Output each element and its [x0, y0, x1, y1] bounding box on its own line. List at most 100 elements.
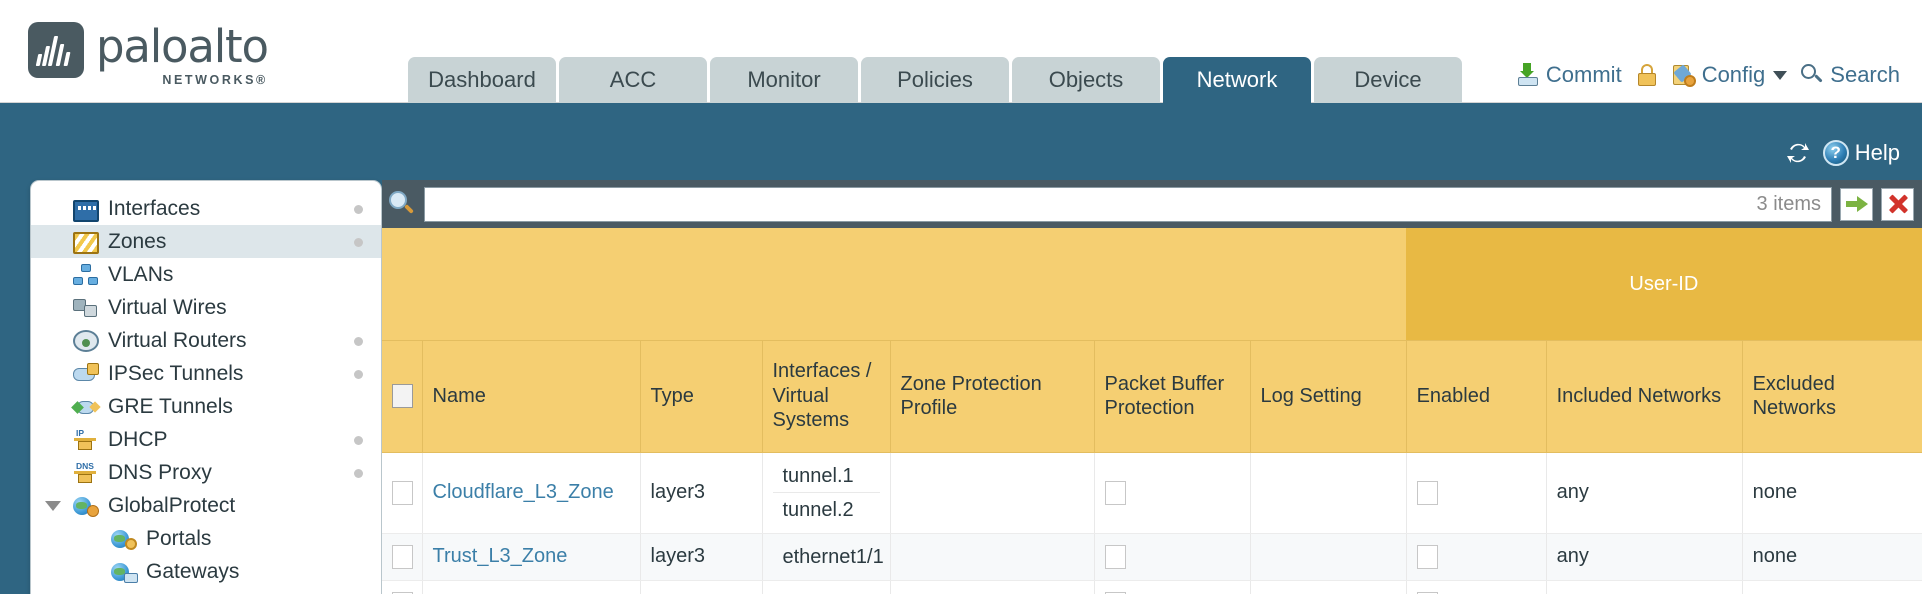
virtual-routers-icon	[73, 329, 99, 352]
packet-buffer-protection-checkbox[interactable]	[1104, 480, 1126, 505]
search-icon[interactable]	[388, 190, 416, 218]
column-zone-protection-profile[interactable]: Zone Protection Profile	[890, 340, 1095, 453]
table-row[interactable]: Untrust_L3_Zone layer3 ethernet1/2 Untru…	[382, 580, 1922, 594]
interface-entry: tunnel.1	[772, 459, 880, 493]
top-header-bar: paloalto NETWORKS® Dashboard ACC Monitor…	[0, 0, 1922, 103]
search-button[interactable]: Search	[1800, 62, 1900, 88]
table-body: Cloudflare_L3_Zone layer3 tunnel.1 tunne…	[382, 452, 1922, 594]
table-group-header-row: User-ID	[382, 228, 1922, 341]
red-x-icon	[1888, 194, 1908, 214]
column-log-setting[interactable]: Log Setting	[1250, 340, 1407, 453]
cell-excluded-networks: none	[1742, 452, 1922, 534]
padlock-icon[interactable]	[1635, 63, 1659, 87]
commit-icon	[1516, 63, 1540, 87]
dns-proxy-icon: DNS	[73, 461, 99, 484]
cell-userid-enabled	[1406, 580, 1547, 594]
config-menu[interactable]: Config	[1672, 62, 1788, 88]
zones-table: User-ID Name Type Interfaces / Virtual S…	[382, 228, 1922, 594]
table-row[interactable]: Cloudflare_L3_Zone layer3 tunnel.1 tunne…	[382, 452, 1922, 534]
column-interfaces-virtual-systems[interactable]: Interfaces / Virtual Systems	[762, 340, 891, 453]
cell-included-networks: any	[1546, 452, 1743, 534]
sidebar-item-gre-tunnels[interactable]: GRE Tunnels	[31, 390, 381, 423]
sidebar-label: Portals	[146, 526, 212, 550]
filter-toolbar: 3 items	[382, 180, 1922, 228]
search-icon	[1800, 63, 1824, 87]
tab-network[interactable]: Network	[1163, 57, 1311, 103]
config-icon	[1672, 63, 1696, 87]
sidebar-label: GlobalProtect	[108, 493, 236, 517]
apply-filter-button[interactable]	[1840, 187, 1873, 221]
row-checkbox[interactable]	[392, 480, 413, 505]
sidebar-item-dns-proxy[interactable]: DNS DNS Proxy	[31, 456, 381, 489]
cell-userid-enabled	[1406, 533, 1547, 581]
packet-buffer-protection-checkbox[interactable]	[1104, 544, 1126, 569]
zone-link[interactable]: Untrust_L3_Zone	[433, 592, 588, 594]
userid-enabled-checkbox[interactable]	[1416, 480, 1438, 505]
sidebar-item-gateways[interactable]: Gateways	[31, 555, 381, 588]
search-label: Search	[1830, 62, 1900, 87]
table-header: User-ID Name Type Interfaces / Virtual S…	[382, 228, 1922, 453]
content-panel: 3 items	[382, 180, 1922, 594]
help-button[interactable]: ? Help	[1822, 140, 1900, 166]
packet-buffer-protection-checkbox[interactable]	[1104, 591, 1126, 594]
vlans-icon	[73, 263, 99, 286]
cell-packet-buffer-protection	[1094, 533, 1251, 581]
help-glyph: ?	[1822, 140, 1849, 166]
zone-link[interactable]: Cloudflare_L3_Zone	[432, 481, 614, 503]
sidebar-status-dot	[354, 237, 363, 247]
sidebar-label: GRE Tunnels	[108, 394, 233, 418]
sidebar-item-portals[interactable]: Portals	[31, 522, 381, 555]
column-type[interactable]: Type	[640, 340, 763, 453]
expand-collapse-icon[interactable]	[45, 500, 61, 511]
refresh-icon[interactable]	[1785, 140, 1811, 166]
cell-log-setting	[1250, 533, 1407, 581]
tab-device[interactable]: Device	[1314, 57, 1462, 103]
sidebar-item-virtual-wires[interactable]: Virtual Wires	[31, 291, 381, 324]
sidebar-status-dot	[354, 336, 363, 346]
interface-entry: ethernet1/1	[782, 545, 884, 568]
network-sidebar: Interfaces Zones VLANs Virtual Wires	[30, 180, 382, 594]
zones-icon	[73, 232, 99, 254]
sidebar-status-dot	[354, 204, 363, 214]
cell-log-setting	[1250, 452, 1407, 534]
gre-tunnels-icon	[71, 396, 101, 418]
dhcp-icon: IP	[73, 428, 99, 451]
column-included-networks[interactable]: Included Networks	[1546, 340, 1743, 453]
column-excluded-networks[interactable]: Excluded Networks	[1742, 340, 1922, 453]
row-checkbox[interactable]	[392, 591, 413, 594]
cell-zone-protection-profile: Untrust_Zone_Prof	[890, 580, 1095, 594]
tab-acc[interactable]: ACC	[559, 57, 707, 103]
sidebar-item-interfaces[interactable]: Interfaces	[31, 192, 381, 225]
commit-button[interactable]: Commit	[1516, 62, 1622, 88]
userid-enabled-checkbox[interactable]	[1416, 591, 1438, 594]
sidebar-label: Interfaces	[108, 196, 201, 220]
column-name[interactable]: Name	[422, 340, 641, 453]
tab-policies[interactable]: Policies	[861, 57, 1009, 103]
sidebar-item-globalprotect[interactable]: GlobalProtect	[31, 489, 381, 522]
clear-filter-button[interactable]	[1881, 187, 1914, 221]
sidebar-item-virtual-routers[interactable]: Virtual Routers	[31, 324, 381, 357]
sidebar-label: Virtual Wires	[108, 295, 227, 319]
zone-link[interactable]: Trust_L3_Zone	[432, 545, 568, 567]
tab-dashboard[interactable]: Dashboard	[408, 57, 556, 103]
search-input[interactable]: 3 items	[424, 186, 1832, 222]
brand-subtitle: NETWORKS®	[162, 73, 268, 87]
sidebar-item-zones[interactable]: Zones	[31, 225, 381, 258]
cell-type: layer3	[640, 533, 763, 581]
header-action-bar: Commit Config Search	[1516, 62, 1900, 88]
tab-monitor[interactable]: Monitor	[710, 57, 858, 103]
sidebar-item-vlans[interactable]: VLANs	[31, 258, 381, 291]
column-enabled[interactable]: Enabled	[1406, 340, 1547, 453]
select-all-checkbox[interactable]	[392, 384, 413, 409]
row-checkbox[interactable]	[392, 544, 413, 569]
userid-enabled-checkbox[interactable]	[1416, 544, 1438, 569]
column-packet-buffer-protection[interactable]: Packet Buffer Protection	[1094, 340, 1251, 453]
sidebar-item-dhcp[interactable]: IP DHCP	[31, 423, 381, 456]
ipsec-tunnels-icon	[73, 362, 99, 385]
sidebar-item-ipsec-tunnels[interactable]: IPSec Tunnels	[31, 357, 381, 390]
tab-objects[interactable]: Objects	[1012, 57, 1160, 103]
gateways-icon	[111, 561, 138, 583]
table-row[interactable]: Trust_L3_Zone layer3 ethernet1/1	[382, 533, 1922, 581]
cell-included-networks: any	[1546, 533, 1743, 581]
interface-entry: ethernet1/2	[773, 587, 884, 594]
